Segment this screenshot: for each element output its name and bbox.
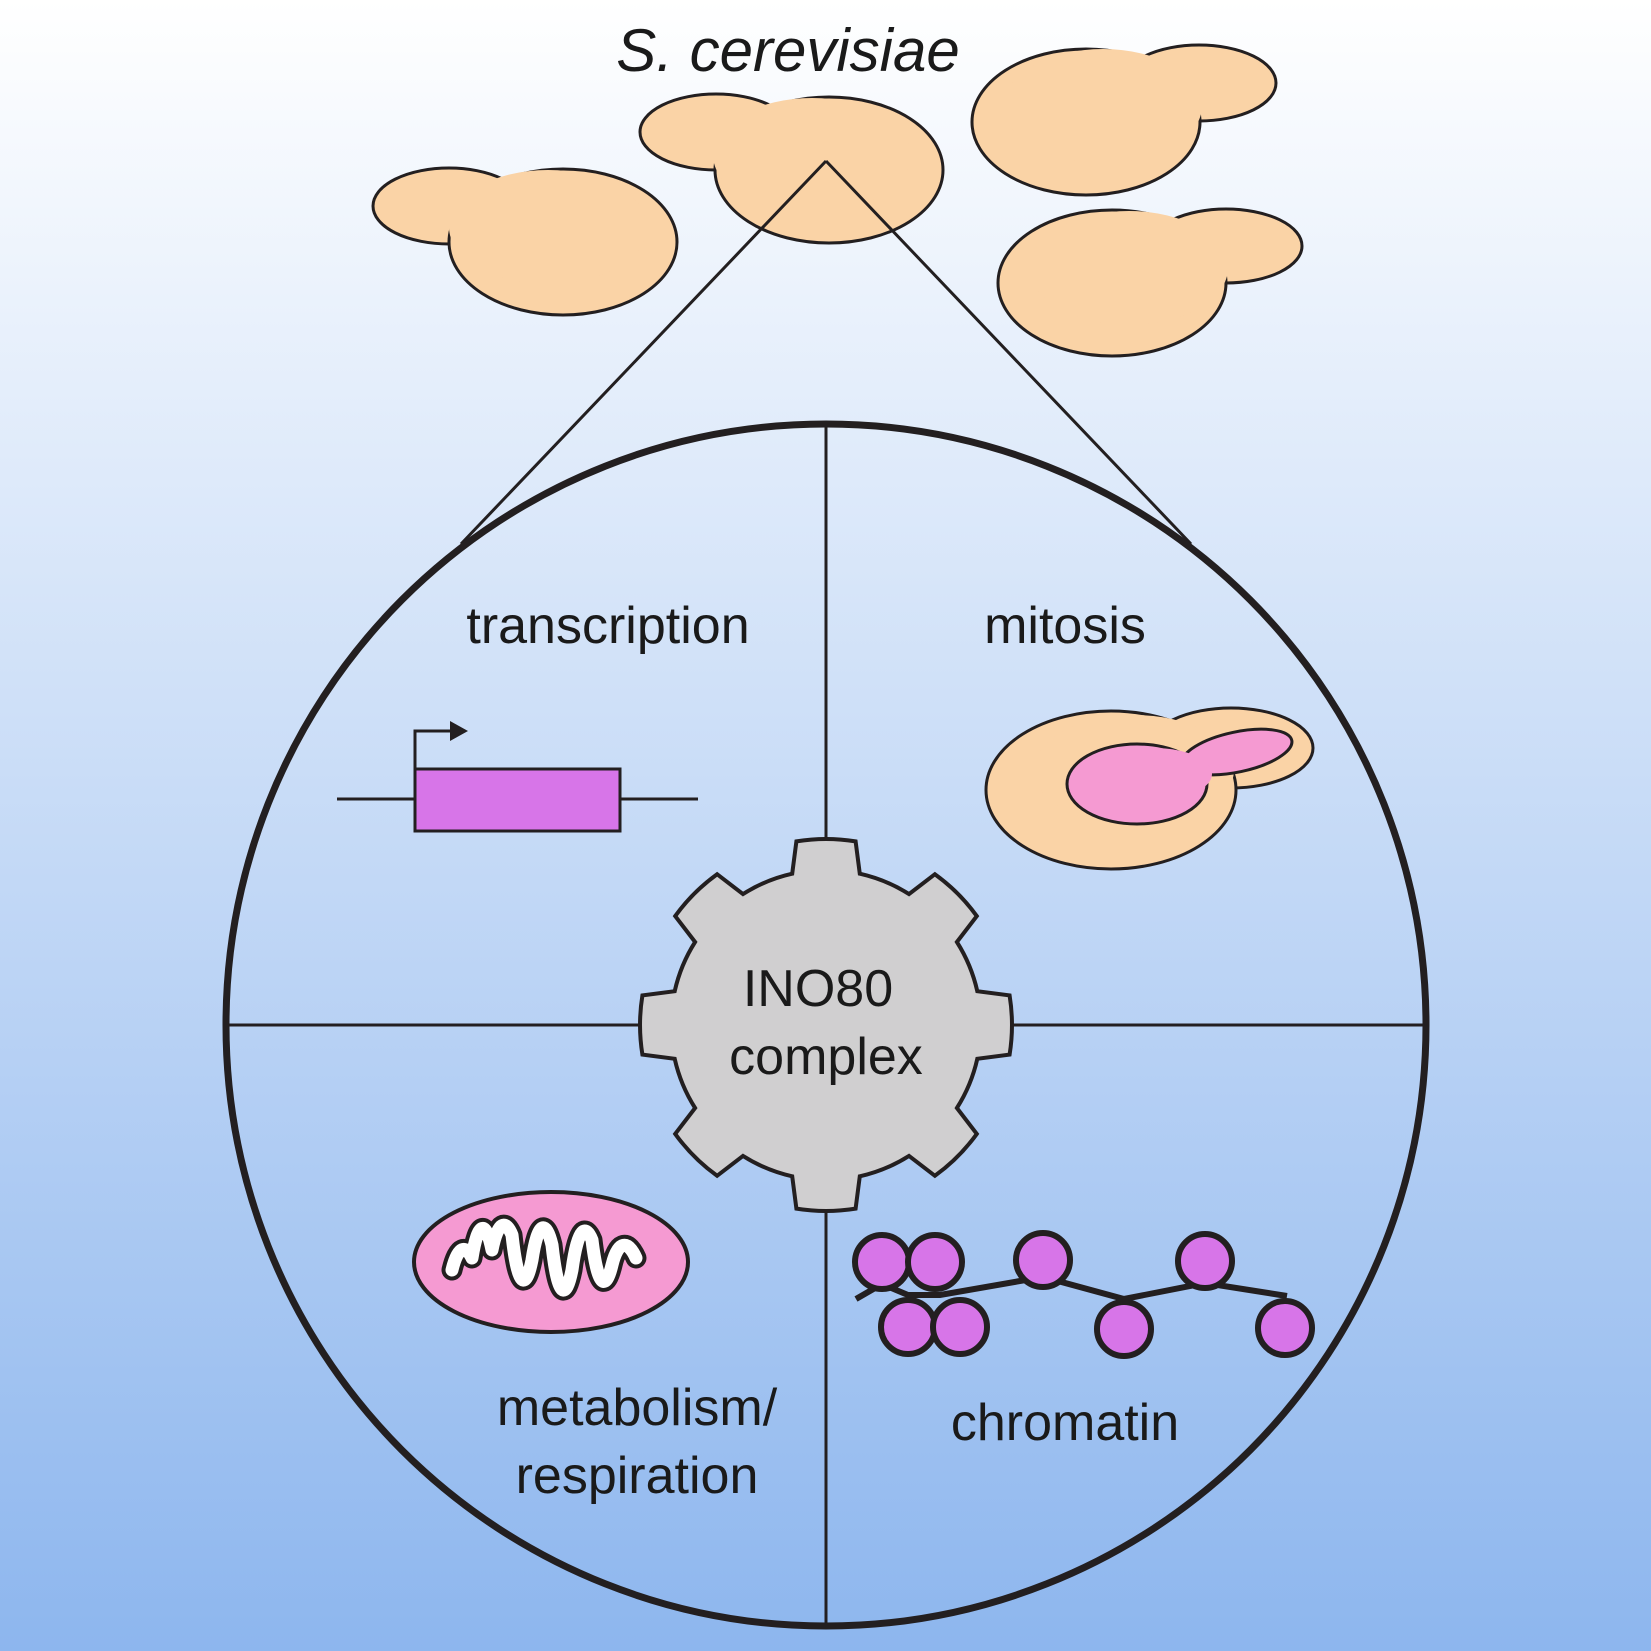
complex-label-line1: INO80: [743, 960, 893, 1018]
respiration-label: respiration: [516, 1447, 759, 1505]
nucleosome-chain-icon: [852, 1230, 1315, 1359]
gene-promoter-arrow-icon: [337, 721, 698, 833]
organism-label: S. cerevisiae: [616, 17, 959, 84]
gear-icon: [638, 837, 1014, 1213]
zoom-lines: [459, 159, 1193, 546]
yeast-cell-icon: [371, 166, 679, 317]
mitochondrion-icon: [412, 1190, 690, 1334]
yeast-cell-icon: [996, 207, 1304, 358]
yeast-cell-icon: [638, 92, 945, 245]
complex-label-line2: complex: [729, 1028, 923, 1086]
metabolism-label: metabolism/: [497, 1379, 778, 1437]
chromatin-label: chromatin: [951, 1394, 1179, 1452]
transcription-label: transcription: [466, 597, 749, 655]
yeast-cells: [371, 43, 1304, 358]
dividing-yeast-nucleus-icon: [984, 706, 1315, 871]
yeast-cell-icon: [970, 43, 1278, 197]
mitosis-label: mitosis: [984, 597, 1146, 655]
